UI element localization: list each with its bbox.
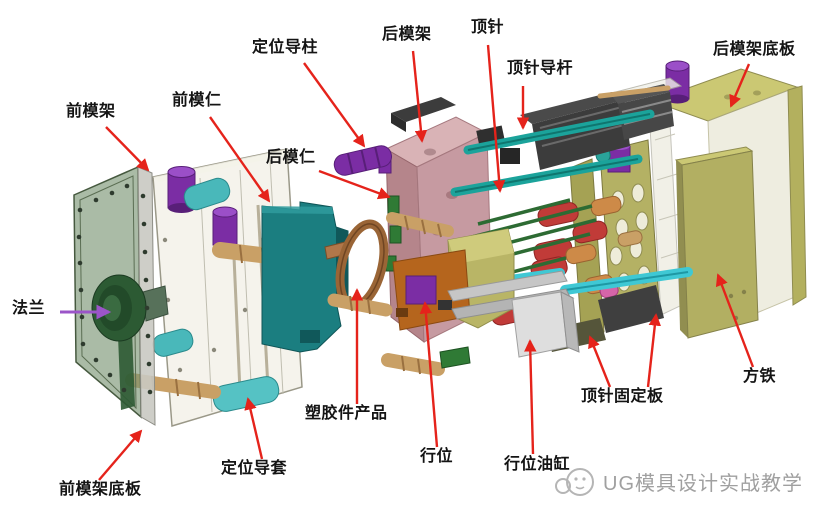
label-locating-guide-pillar: 定位导柱 — [252, 39, 319, 56]
label-flange: 法兰 — [12, 300, 46, 317]
label-ejector-retainer-plate: 顶针固定板 — [581, 388, 664, 405]
label-ejector-pin: 顶针 — [471, 19, 505, 36]
arrow-front-core-insert — [209, 116, 271, 203]
label-spacer-block: 方铁 — [743, 368, 777, 385]
arrow-ejector-retainer-plate-1 — [588, 335, 612, 388]
label-front-base-plate: 前模架底板 — [59, 481, 142, 498]
label-front-core-insert: 前模仁 — [172, 92, 222, 109]
arrow-locating-guide-sleeve — [244, 397, 264, 460]
arrow-front-mold-frame — [105, 126, 150, 172]
spacer-block-shape — [674, 146, 759, 339]
arrow-locating-guide-pillar — [303, 62, 366, 148]
arrow-slider-oil-cylinder — [524, 339, 537, 455]
label-front-mold-frame: 前模架 — [66, 103, 116, 120]
watermark-text: UG模具设计实战教学 — [603, 472, 803, 495]
arrow-ejector-retainer-plate-2 — [646, 313, 662, 388]
label-locating-guide-sleeve: 定位导套 — [221, 460, 288, 477]
label-rear-mold-frame: 后模架 — [382, 26, 432, 43]
label-rear-base-plate: 后模架底板 — [713, 41, 796, 58]
arrow-front-base-plate — [98, 429, 143, 481]
front-base-plate-shape — [73, 165, 169, 426]
arrow-rear-base-plate — [729, 63, 751, 108]
guide-pillar-shape — [333, 145, 393, 176]
top-linkage-shape — [476, 84, 674, 170]
arrow-rear-mold-frame — [411, 50, 428, 143]
slider-assembly-shape — [392, 228, 515, 331]
label-plastic-product: 塑胶件产品 — [305, 405, 388, 422]
label-slider: 行位 — [420, 448, 454, 465]
arrow-ejector-pin — [486, 44, 506, 193]
watermark: UG模具设计实战教学 — [552, 462, 803, 500]
chat-mascot-logo-icon — [555, 468, 594, 496]
label-rear-core-insert: 后模仁 — [266, 149, 316, 166]
label-slider-oil-cylinder: 行位油缸 — [504, 456, 571, 473]
arrow-rear-core-insert — [318, 169, 391, 200]
arrow-spacer-block — [715, 273, 755, 368]
arrow-slider — [419, 301, 439, 448]
label-ejector-pin-guide-rod: 顶针导杆 — [507, 60, 574, 77]
